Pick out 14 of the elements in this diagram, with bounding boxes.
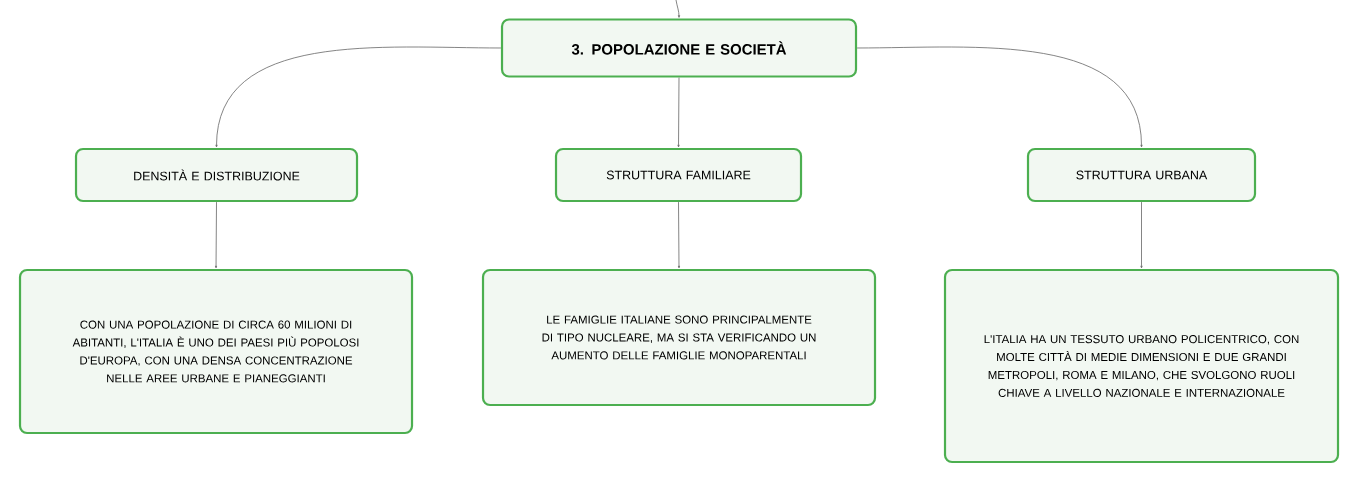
arrow [677, 77, 680, 148]
arrow [1140, 201, 1143, 269]
arrow [677, 201, 681, 269]
description-box: L'ITALIA HA UN TESSUTO URBANO POLICENTRICO, CON MOLTE CITTÀ DI MEDIE DIMENSIONI E DUE GRANDI METROPOLI, ROMA E MILANO, CHE SVOLGONO RUOLI CHIAVE A LIVELLO NAZIONALE E INTERNAZIONALE [943, 268, 1340, 464]
subtopic-box: STRUTTURA URBANA [1026, 147, 1257, 203]
main-topic-box: 3. POPOLAZIONE E SOCIETÀ [500, 18, 858, 78]
arrow [215, 46, 502, 148]
arrow [856, 46, 1143, 148]
arrow [675, 0, 681, 18]
subtopic-box: STRUTTURA FAMILIARE [554, 147, 803, 203]
subtopic-box: DENSITÀ E DISTRIBUZIONE [74, 147, 359, 203]
description-box: LE FAMIGLIE ITALIANE SONO PRINCIPALMENTE DI TIPO NUCLEARE, MA SI STA VERIFICANDO UN AUMENTO DELLE FAMIGLIE MONOPARENTALI [481, 268, 877, 407]
description-box: CON UNA POPOLAZIONE DI CIRCA 60 MILIONI DI ABITANTI, L'ITALIA È UNO DEI PAESI PIÙ POPOLOSI D'EUROPA, CON UNA DENSA CONCENTRAZIONE NELLE AREE URBANE E PIANEGGIANTI [18, 268, 414, 435]
arrow [214, 201, 218, 269]
